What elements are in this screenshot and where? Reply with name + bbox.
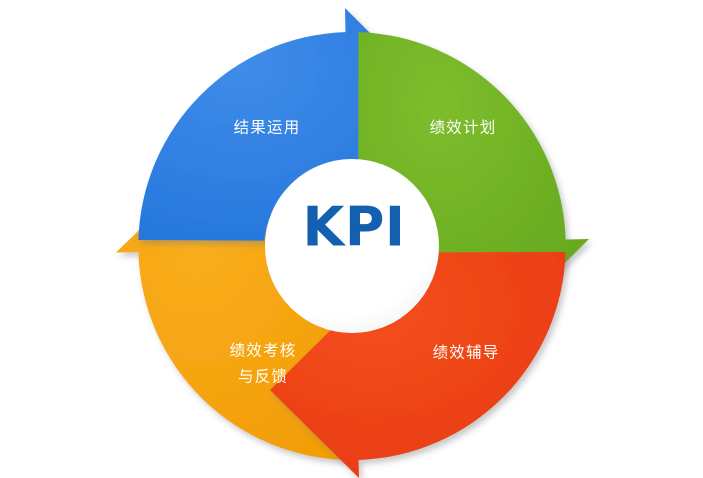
inner-circle (265, 159, 439, 333)
center-kpi-label: KPI (302, 196, 405, 259)
segment-label-orange-group: 绩效考核 与反馈 (230, 342, 297, 386)
segment-red[interactable] (270, 252, 566, 478)
segment-label-green: 绩效计划 (430, 119, 497, 137)
segment-label-orange-line2: 与反馈 (238, 368, 288, 386)
segment-label-blue: 结果运用 (234, 119, 301, 137)
segment-label-orange-line1: 绩效考核 (230, 342, 297, 360)
segment-red-shape (270, 252, 566, 478)
segment-label-red: 绩效辅导 (433, 344, 500, 362)
